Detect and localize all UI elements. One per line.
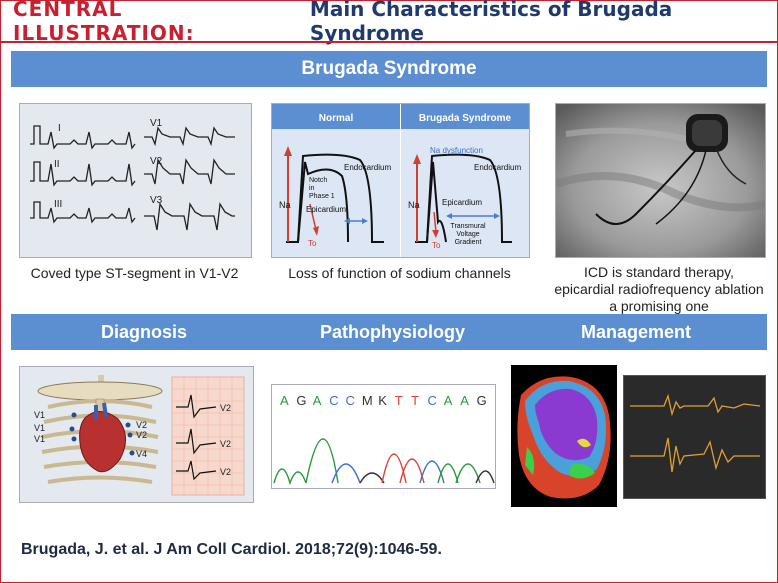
- title-bar: CENTRAL ILLUSTRATION: Main Characteristi…: [1, 0, 777, 45]
- sequence-base: A: [444, 393, 453, 408]
- ecg-grid: [171, 376, 245, 496]
- gradient-label-2: Voltage: [456, 231, 479, 238]
- notch-label-3: Phase 1: [309, 193, 335, 200]
- icd-device-icon: [686, 114, 728, 152]
- section-bar: Diagnosis Pathophysiology Management: [11, 314, 767, 350]
- icd-caption-line-3: a promising one: [609, 298, 709, 314]
- citation: Brugada, J. et al. J Am Coll Cardiol. 20…: [21, 541, 442, 558]
- epi-label-normal: Epicardium: [306, 205, 346, 214]
- gradient-label-3: Gradient: [455, 239, 482, 246]
- sequence-base: G: [296, 393, 306, 408]
- sequence-base: C: [329, 393, 338, 408]
- ap-caption: Loss of function of sodium channels: [288, 265, 511, 281]
- icd-xray-panel: [555, 103, 766, 258]
- normal-header-bg: [272, 104, 400, 129]
- normal-epi-curve: [297, 161, 349, 243]
- chest-lead-label-2: V1: [34, 423, 45, 433]
- action-potential-panel: Normal Brugada Syndrome Na To Endocardiu…: [271, 103, 530, 258]
- to-arrow-normal: [309, 203, 317, 231]
- to-arrow-brugada: [433, 211, 437, 233]
- normal-header: Normal: [319, 113, 354, 124]
- ablation-map-panel: [511, 365, 617, 507]
- lead-label-V3: V3: [150, 195, 163, 206]
- section-management: Management: [581, 322, 692, 342]
- na-dysfunction-label: Na dysfunction: [430, 146, 483, 155]
- icd-lead: [595, 149, 697, 225]
- ecg-traces: I II III V1 V2 V3: [30, 118, 235, 231]
- sequence-base: A: [280, 393, 289, 408]
- ecg-lead-label-1: V2: [220, 403, 231, 413]
- to-label-normal: To: [308, 239, 317, 248]
- epi-label-brugada: Epicardium: [442, 198, 482, 207]
- ecg-trace-V3: [144, 202, 235, 231]
- sequence-base: G: [477, 393, 487, 408]
- normal-bg: [272, 129, 400, 257]
- brugada-header: Brugada Syndrome: [419, 113, 512, 124]
- sequence-base: A: [460, 393, 469, 408]
- chest-lead-label-4: V2: [136, 420, 147, 430]
- electrogram-traces: [630, 393, 761, 473]
- ecg-lead-label-2: V2: [220, 439, 231, 449]
- ecg-trace-V2: [144, 158, 235, 185]
- ecg-trace-I: [30, 125, 136, 150]
- title-divider: [1, 41, 777, 43]
- to-label-brugada: To: [432, 241, 441, 250]
- top-banner: Brugada Syndrome: [11, 51, 767, 87]
- chest-lead-label-5: V2: [136, 430, 147, 440]
- na-label-normal: Na: [279, 200, 291, 210]
- na-label-brugada: Na: [408, 200, 420, 210]
- brugada-endo-curve: [415, 153, 512, 243]
- lead-label-II: II: [54, 159, 60, 170]
- ecg-panel: I II III V1 V2 V3: [19, 103, 252, 258]
- sequence-base: M: [362, 393, 373, 408]
- brugada-bg: [401, 129, 529, 257]
- brugada-header-bg: [401, 104, 529, 129]
- sequence-base: C: [428, 393, 437, 408]
- ecg-trace-V1: [144, 126, 235, 147]
- chest-lead-label-3: V1: [34, 434, 45, 444]
- ecg-lead-label-3: V2: [220, 467, 231, 477]
- action-potential-diagram: Normal Brugada Syndrome Na To Endocardiu…: [272, 104, 529, 257]
- sequence-base: T: [411, 393, 419, 408]
- endo-label-brugada: Endocardium: [474, 163, 521, 172]
- ecg-caption: Coved type ST-segment in V1-V2: [30, 265, 239, 281]
- notch-label-1: Notch: [309, 177, 327, 184]
- icd-caption-line-1: ICD is standard therapy,: [584, 264, 734, 280]
- chest-lead-label-1: V1: [34, 410, 45, 420]
- sequence-base: A: [313, 393, 322, 408]
- central-illustration-label: CENTRAL ILLUSTRATION:: [13, 0, 195, 45]
- icd-caption-line-2: epicardial radiofrequency ablation: [554, 281, 764, 297]
- lead-label-V2: V2: [150, 156, 163, 167]
- chest-lead-illustration: V1 V1 V1 V2 V2 V4: [34, 375, 245, 496]
- ecg-trace-III: [30, 201, 136, 224]
- brugada-epi-curve: [426, 161, 447, 243]
- section-pathophysiology: Pathophysiology: [320, 322, 466, 342]
- electrogram-panel: [623, 375, 766, 499]
- gradient-label-1: Transmural: [450, 223, 486, 230]
- sequence-base: C: [346, 393, 355, 408]
- icd-xray-image: [556, 104, 765, 257]
- heart-icon: [79, 402, 126, 473]
- notch-label-2: in: [309, 185, 315, 192]
- endo-label-normal: Endocardium: [344, 163, 391, 172]
- lead-label-V1: V1: [150, 118, 163, 129]
- sequence-base: T: [395, 393, 403, 408]
- chest-lead-label-6: V4: [136, 449, 147, 459]
- sequence-base: K: [378, 393, 387, 408]
- ecg-trace-II: [30, 161, 136, 187]
- lead-label-III: III: [54, 199, 62, 210]
- lead-label-I: I: [58, 123, 61, 134]
- diagnosis-panel: V1 V1 V1 V2 V2 V4: [19, 366, 254, 503]
- page-title: Main Characteristics of Brugada Syndrome: [309, 0, 673, 45]
- normal-endo-curve: [286, 153, 384, 243]
- voltage-map-image: [511, 365, 617, 507]
- section-diagnosis: Diagnosis: [101, 322, 188, 342]
- icd-caption: ICD is standard therapy, epicardial radi…: [541, 264, 777, 315]
